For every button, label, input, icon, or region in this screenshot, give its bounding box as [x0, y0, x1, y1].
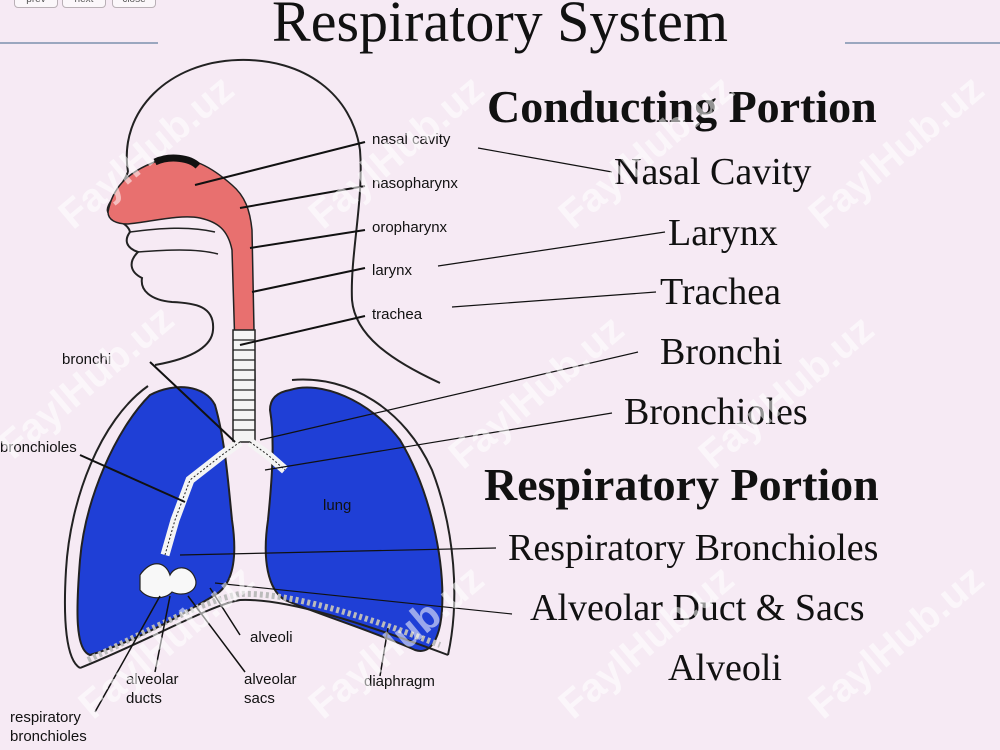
title-rule-right	[845, 42, 1000, 44]
term-alveolar-duct-sacs: Alveolar Duct & Sacs	[530, 587, 865, 629]
label-larynx: larynx	[372, 262, 413, 279]
label-diaphragm: diaphragm	[364, 673, 435, 690]
head-outline	[125, 58, 441, 384]
next-button[interactable]: next	[62, 0, 106, 8]
respiratory-heading: Respiratory Portion	[484, 459, 879, 510]
label-trachea: trachea	[372, 306, 423, 323]
label-oropharynx: oropharynx	[372, 219, 448, 236]
label-nasal-cavity: nasal cavity	[372, 131, 451, 148]
term-trachea: Trachea	[660, 271, 781, 313]
term-bronchioles: Bronchioles	[624, 391, 808, 433]
label-bronchioles: bronchioles	[0, 439, 77, 456]
page-title: Respiratory System	[272, 0, 728, 54]
alveolar-sacs	[139, 563, 197, 599]
label-nasopharynx: nasopharynx	[372, 175, 458, 192]
term-alveoli: Alveoli	[668, 647, 782, 689]
palate	[129, 227, 219, 255]
lung-left	[76, 386, 236, 657]
term-nasal-cavity: Nasal Cavity	[614, 151, 812, 193]
term-respiratory-bronchioles: Respiratory Bronchioles	[508, 527, 879, 569]
term-bronchi: Bronchi	[660, 331, 783, 373]
title-rule-left	[0, 42, 158, 44]
close-button[interactable]: close	[112, 0, 156, 8]
label-alveoli: alveoli	[250, 629, 293, 646]
trachea	[232, 329, 256, 443]
lung-right	[264, 386, 444, 652]
label-lung: lung	[323, 497, 352, 514]
prev-button[interactable]: prev	[14, 0, 58, 8]
diaphragm	[79, 598, 449, 669]
label-alveolar-sacs: alveolar sacs	[244, 671, 297, 707]
label-respiratory-bronchioles: respiratory bronchioles	[10, 709, 87, 745]
label-alveolar-ducts: alveolar ducts	[126, 671, 179, 707]
label-bronchi: bronchi	[62, 351, 112, 368]
term-larynx: Larynx	[668, 212, 778, 254]
conducting-heading: Conducting Portion	[487, 81, 877, 132]
